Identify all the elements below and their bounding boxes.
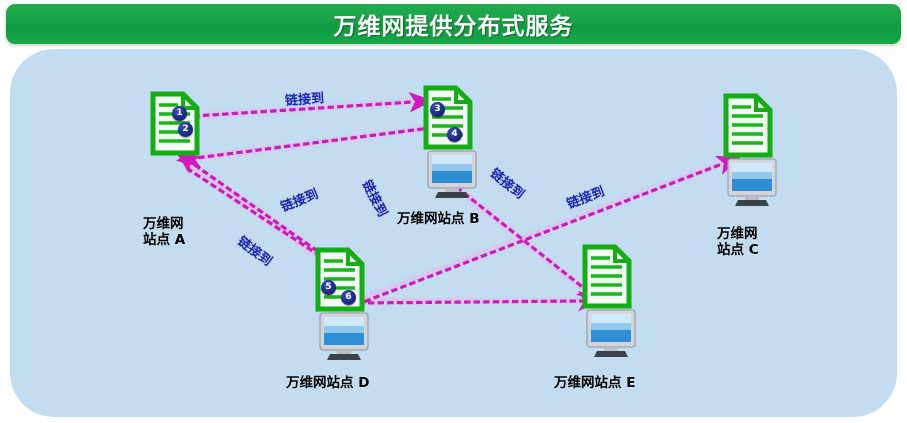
monitor-icon-c — [726, 158, 778, 213]
document-icon-e — [582, 244, 632, 314]
badge-6: 6 — [341, 290, 356, 305]
link-lines-layer — [175, 92, 741, 312]
node-site-a[interactable]: 1 2 — [150, 91, 200, 161]
badge-2: 2 — [178, 122, 193, 137]
node-site-c[interactable] — [723, 93, 777, 206]
link-lines-group — [175, 92, 741, 312]
node-label-e: 万维网站点 E — [554, 375, 636, 391]
node-label-a: 万维网 站点 A — [143, 216, 186, 248]
page-title: 万维网提供分布式服务 — [333, 14, 574, 40]
node-site-e[interactable] — [582, 244, 636, 357]
title-bar: 万维网提供分布式服务 — [6, 4, 901, 44]
badge-4: 4 — [447, 127, 462, 142]
document-icon-d: 5 6 — [315, 247, 365, 317]
node-label-d: 万维网站点 D — [286, 375, 370, 391]
node-label-c: 万维网 站点 C — [717, 226, 759, 258]
monitor-icon-b — [426, 150, 478, 205]
badge-3: 3 — [430, 102, 445, 117]
monitor-icon-e — [585, 309, 637, 364]
link-a-to-b — [193, 92, 434, 118]
node-site-d[interactable]: 5 6 — [315, 247, 369, 360]
link-a-to-d — [185, 166, 354, 279]
link-d-to-e — [358, 290, 603, 312]
diagram-canvas: 链接到 链接到 链接到 链接到 链接到 链接到 — [10, 49, 897, 417]
badge-1: 1 — [172, 106, 187, 121]
badge-5: 5 — [321, 280, 336, 295]
link-d-to-a — [175, 151, 343, 270]
monitor-icon-d — [318, 312, 370, 367]
document-icon-b: 3 4 — [423, 85, 473, 155]
node-site-b[interactable]: 3 4 — [423, 85, 477, 198]
document-icon-a: 1 2 — [150, 91, 200, 161]
link-b-to-e — [447, 179, 601, 302]
document-icon-c — [723, 93, 773, 163]
link-label-a-b: 链接到 — [284, 91, 325, 109]
node-label-b: 万维网站点 B — [397, 211, 480, 227]
link-b-to-a — [176, 127, 424, 168]
link-d-to-c — [363, 155, 741, 304]
